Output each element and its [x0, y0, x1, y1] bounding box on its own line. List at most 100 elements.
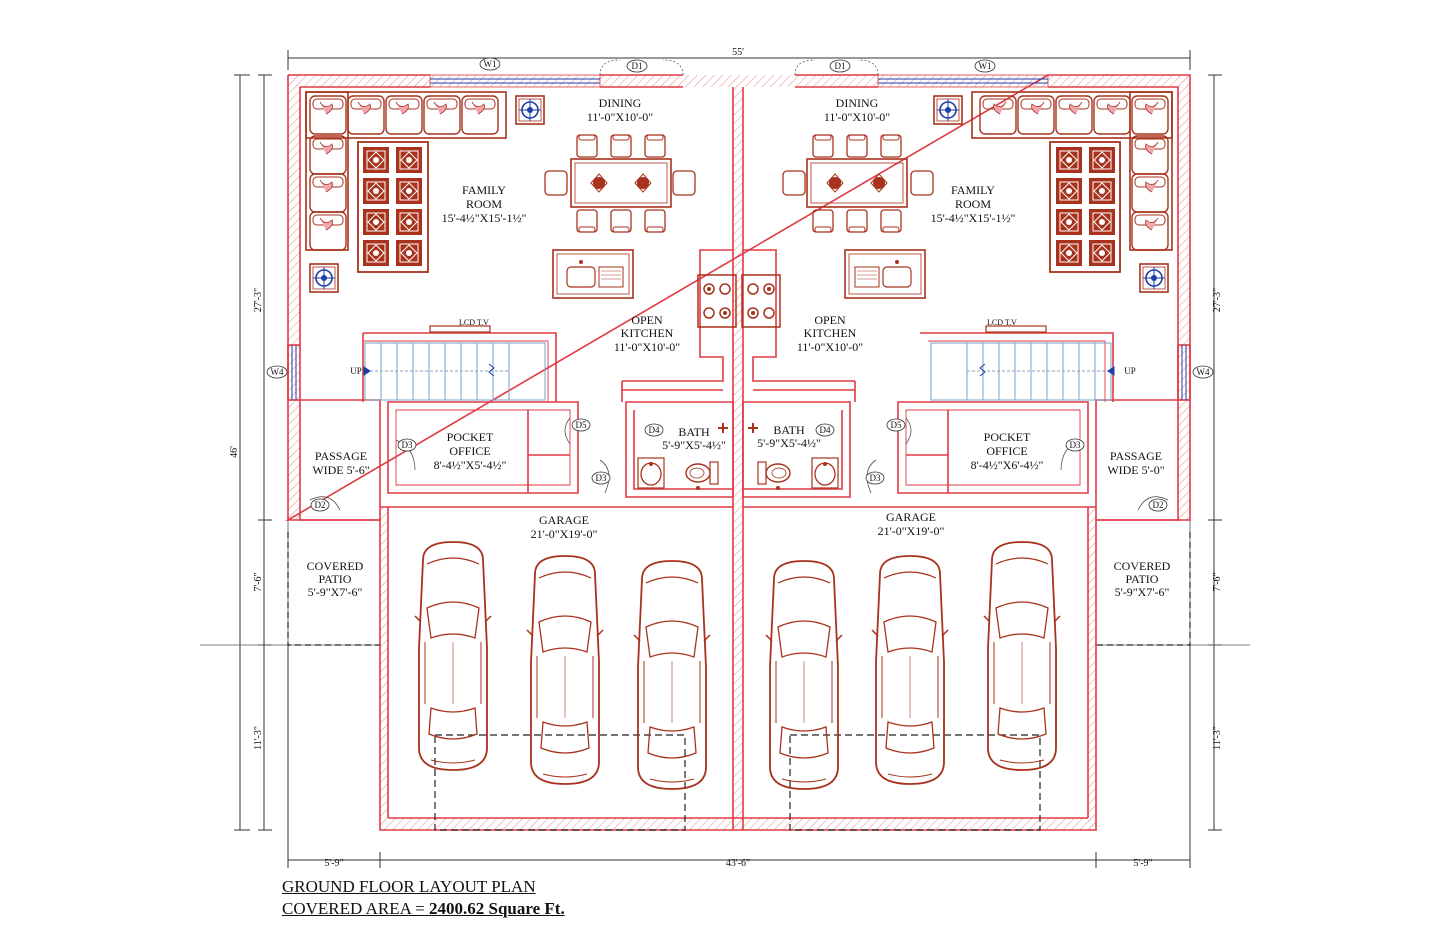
tag-w1-right: W1	[979, 61, 992, 71]
up-label-left: UP	[350, 366, 362, 376]
covered-area: COVERED AREA = 2400.62 Square Ft.	[282, 898, 565, 920]
patio-size-left: 5'-9"X7'-6"	[308, 585, 363, 599]
tv-icon	[429, 325, 1047, 333]
dimension-labels: 55' 27'-3" 46' 7'-6" 11'-3" 27'-3" 7'-6"…	[229, 47, 1223, 869]
tag-d4-left: D4	[649, 425, 660, 435]
dining-set-left	[545, 135, 695, 232]
plan-title: GROUND FLOOR LAYOUT PLAN	[282, 877, 536, 896]
bath-size-left: 5'-9"X5'-4½"	[662, 438, 726, 452]
office-label-left-2: OFFICE	[449, 444, 490, 458]
lamp-icon	[309, 263, 339, 293]
dim-bottom-center: 43'-6"	[726, 858, 750, 869]
tag-d3-office-left: D3	[402, 440, 413, 450]
passage-label-left: PASSAGE	[315, 449, 367, 463]
bath-fixtures	[637, 423, 839, 490]
tag-d4-right: D4	[820, 425, 831, 435]
dim-top: 55'	[732, 47, 744, 58]
dim-right-mid: 7'-6"	[1212, 572, 1223, 591]
dining-size-right: 11'-0"X10'-0"	[824, 110, 890, 124]
tag-d3-office-right: D3	[1070, 440, 1081, 450]
walls	[288, 75, 1190, 830]
office-size-left: 8'-4½"X5'-4½"	[434, 458, 507, 472]
kitchen-size-right: 11'-0"X10'-0"	[797, 340, 863, 354]
dining-size-left: 11'-0"X10'-0"	[587, 110, 653, 124]
car-6	[983, 541, 1061, 771]
sink-left	[552, 249, 634, 299]
garage-label-left: GARAGE	[539, 513, 589, 527]
kitchen-label-right-2: KITCHEN	[804, 326, 857, 340]
tag-d2-left: D2	[315, 500, 326, 510]
tag-d5-right: D5	[891, 420, 902, 430]
family-label-right-1: FAMILY	[951, 183, 995, 197]
office-label-right-2: OFFICE	[986, 444, 1027, 458]
covered-area-value: 2400.62 Square Ft.	[429, 899, 565, 918]
family-label-left-1: FAMILY	[462, 183, 506, 197]
dim-left-mid: 7'-6"	[253, 572, 264, 591]
lcd-label-right: LCD T.V	[987, 318, 1017, 327]
bath-label-right: BATH	[773, 423, 805, 437]
dim-left-total: 46'	[229, 446, 240, 458]
tag-d5-left: D5	[576, 420, 587, 430]
staircase-left	[364, 342, 546, 401]
up-label-right: UP	[1124, 366, 1136, 376]
tag-d3-bath-right: D3	[870, 473, 881, 483]
dim-right-lower: 11'-3"	[1212, 726, 1223, 750]
wall-outlines	[285, 74, 1191, 831]
garage-size-left: 21'-0"X19'-0"	[531, 527, 598, 541]
car-5	[871, 555, 949, 785]
driveway-outline	[434, 734, 1041, 831]
sofa-right	[741, 91, 1173, 328]
bath-label-left: BATH	[678, 425, 710, 439]
dim-right-upper: 27'-3"	[1212, 288, 1223, 312]
car-1	[414, 541, 492, 771]
lcd-label-left: LCD T.V	[459, 318, 489, 327]
door-swings	[309, 59, 1169, 511]
family-label-left-2: ROOM	[466, 197, 502, 211]
passage-label-right: PASSAGE	[1110, 449, 1162, 463]
kitchen-label-left-1: OPEN	[631, 313, 663, 327]
dimension-lines	[234, 50, 1222, 868]
sofa-left	[305, 91, 507, 251]
patio-label-right-1: COVERED	[1114, 559, 1171, 573]
covered-area-label: COVERED AREA =	[282, 899, 430, 918]
car-3	[633, 560, 711, 790]
patio-size-right: 5'-9"X7'-6"	[1115, 585, 1170, 599]
kitchen-label-left-2: KITCHEN	[621, 326, 674, 340]
bath-size-right: 5'-9"X5'-4½"	[757, 436, 821, 450]
patio-label-left-2: PATIO	[319, 572, 352, 586]
patio-label-left-1: COVERED	[307, 559, 364, 573]
office-size-right: 8'-4½"X6'-4½"	[971, 458, 1044, 472]
tag-w4-left: W4	[271, 367, 284, 377]
tag-d1-left: D1	[632, 61, 643, 71]
passage-size-left: WIDE 5'-6"	[312, 463, 369, 477]
garage-label-right: GARAGE	[886, 510, 936, 524]
family-size-left: 15'-4½"X15'-1½"	[442, 211, 527, 225]
plan-title-block: GROUND FLOOR LAYOUT PLAN COVERED AREA = …	[282, 876, 565, 920]
covered-patio-outline	[287, 532, 1191, 646]
tag-d2-right: D2	[1153, 500, 1164, 510]
tag-d1-right: D1	[835, 61, 846, 71]
dining-label-right: DINING	[836, 96, 879, 110]
dining-label-left: DINING	[599, 96, 642, 110]
stove-left	[697, 274, 737, 328]
kitchen-size-left: 11'-0"X10'-0"	[614, 340, 680, 354]
tag-w4-right: W4	[1197, 367, 1210, 377]
dim-left-upper: 27'-3"	[253, 288, 264, 312]
dim-bottom-right: 5'-9"	[1133, 858, 1152, 869]
family-label-right-2: ROOM	[955, 197, 991, 211]
up-arrows	[363, 366, 1115, 376]
dim-bottom-left: 5'-9"	[324, 858, 343, 869]
lamp-icon	[515, 95, 545, 125]
rug-left	[357, 141, 429, 273]
dim-left-lower: 11'-3"	[253, 726, 264, 750]
office-label-right-1: POCKET	[984, 430, 1031, 444]
car-4	[765, 560, 843, 790]
car-2	[526, 555, 604, 785]
opening-tags: W1 D1 D1 W1 W4 W4 D3 D3 D5 D5 D4 D4 D3 D…	[266, 57, 1214, 512]
tag-w1-left: W1	[484, 59, 497, 69]
passage-size-right: WIDE 5'-0"	[1107, 463, 1164, 477]
patio-label-right-2: PATIO	[1126, 572, 1159, 586]
kitchen-label-right-1: OPEN	[814, 313, 846, 327]
office-label-left-1: POCKET	[447, 430, 494, 444]
